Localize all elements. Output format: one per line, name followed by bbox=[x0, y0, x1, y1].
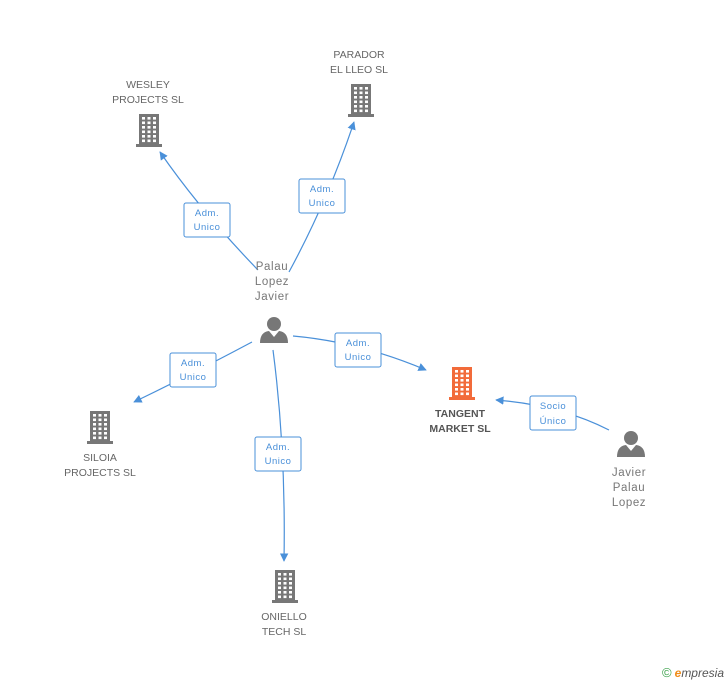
edge-label-line2: Único bbox=[540, 416, 567, 427]
edge-label-line1: Adm. bbox=[266, 442, 290, 453]
brand-name: mpresia bbox=[681, 666, 724, 680]
edge-label-siloia[interactable]: Adm. Unico bbox=[169, 352, 217, 388]
edge-label-line2: Unico bbox=[309, 198, 336, 209]
person-icon bbox=[260, 317, 288, 343]
brand-footer: ©empresia bbox=[662, 665, 724, 680]
node-label-line3: Lopez bbox=[612, 497, 646, 509]
node-label-line2: PROJECTS SL bbox=[112, 94, 184, 106]
edge-label-line2: Unico bbox=[345, 352, 372, 363]
node-tangent[interactable]: TANGENT MARKET SL bbox=[429, 367, 491, 435]
node-label-line1: SILOIA bbox=[83, 452, 117, 464]
edge-label-tangent[interactable]: Adm. Unico bbox=[334, 332, 382, 368]
building-icon bbox=[136, 114, 162, 147]
node-label-line1: ONIELLO bbox=[261, 611, 307, 623]
edge-label-line1: Adm. bbox=[195, 208, 219, 219]
node-oniello[interactable]: ONIELLO TECH SL bbox=[261, 570, 307, 638]
edge-label-line1: Socio bbox=[540, 401, 566, 412]
edge-label-oniello[interactable]: Adm. Unico bbox=[254, 436, 302, 472]
node-label-line1: PARADOR bbox=[333, 49, 385, 61]
edge-label-parador[interactable]: Adm. Unico bbox=[298, 178, 346, 214]
node-label-line2: TECH SL bbox=[262, 626, 307, 638]
node-javier[interactable]: Javier Palau Lopez bbox=[612, 431, 646, 509]
edge-label-javier[interactable]: Socio Único bbox=[529, 395, 577, 431]
brand-initial: e bbox=[674, 666, 682, 680]
node-label-line2: EL LLEO SL bbox=[330, 64, 388, 76]
node-siloia[interactable]: SILOIA PROJECTS SL bbox=[64, 411, 136, 479]
node-label-line1: Palau bbox=[256, 261, 288, 273]
edge-label-line2: Unico bbox=[265, 456, 292, 467]
building-icon bbox=[272, 570, 298, 603]
node-label-line3: Javier bbox=[255, 291, 289, 303]
node-label-line1: TANGENT bbox=[435, 408, 486, 420]
edge-label-line1: Adm. bbox=[346, 338, 370, 349]
edge-label-line1: Adm. bbox=[310, 184, 334, 195]
building-icon bbox=[87, 411, 113, 444]
copyright-icon: © bbox=[662, 665, 672, 680]
node-palau[interactable]: Palau Lopez Javier bbox=[255, 261, 289, 343]
node-parador[interactable]: PARADOR EL LLEO SL bbox=[330, 49, 388, 117]
edge-label-line2: Unico bbox=[194, 222, 221, 233]
edge-label-line1: Adm. bbox=[181, 358, 205, 369]
node-label-line2: MARKET SL bbox=[429, 423, 491, 435]
edge-label-line2: Unico bbox=[180, 372, 207, 383]
node-label-line1: Javier bbox=[612, 467, 646, 479]
node-wesley[interactable]: WESLEY PROJECTS SL bbox=[112, 79, 184, 147]
node-label-line2: Palau bbox=[613, 482, 645, 494]
node-label-line1: WESLEY bbox=[126, 79, 170, 91]
node-label-line2: PROJECTS SL bbox=[64, 467, 136, 479]
node-label-line2: Lopez bbox=[255, 276, 289, 288]
building-icon bbox=[449, 367, 475, 400]
person-icon bbox=[617, 431, 645, 457]
edge-label-wesley[interactable]: Adm. Unico bbox=[183, 202, 231, 238]
building-icon bbox=[348, 84, 374, 117]
